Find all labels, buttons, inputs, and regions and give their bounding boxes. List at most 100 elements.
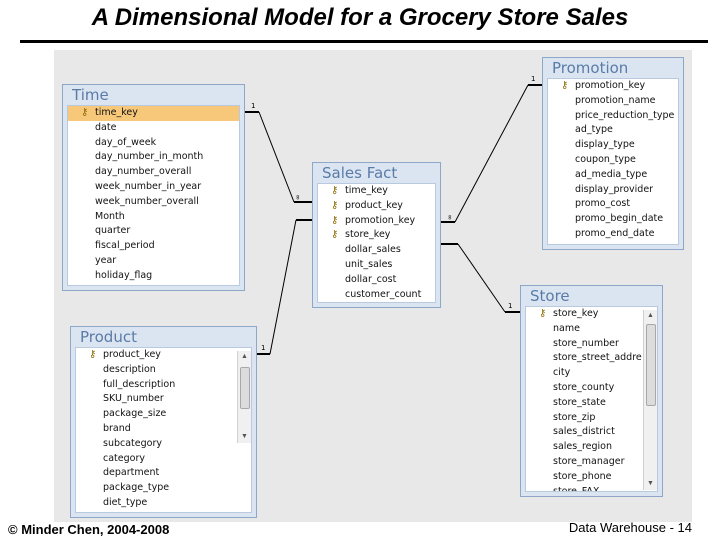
field-row[interactable]: unit_sales bbox=[318, 258, 435, 273]
field-row[interactable]: ⚷store_key bbox=[318, 228, 435, 243]
field-row[interactable]: brand bbox=[76, 422, 251, 437]
table-title[interactable]: Store bbox=[530, 287, 570, 305]
field-label: store_state bbox=[553, 396, 606, 408]
field-row[interactable]: promo_begin_date bbox=[548, 212, 678, 227]
table-title[interactable]: Promotion bbox=[552, 59, 629, 77]
cardinality-many: ∞ bbox=[446, 214, 454, 220]
field-row[interactable]: dollar_cost bbox=[318, 273, 435, 288]
field-list[interactable]: ⚷time_key⚷product_key⚷promotion_key⚷stor… bbox=[317, 183, 436, 303]
field-row[interactable]: category bbox=[76, 452, 251, 467]
field-row[interactable]: store_state bbox=[526, 396, 657, 411]
field-row[interactable]: package_size bbox=[76, 407, 251, 422]
field-row[interactable]: day_number_overall bbox=[68, 165, 239, 180]
field-row[interactable]: ad_type bbox=[548, 123, 678, 138]
field-row[interactable]: display_type bbox=[548, 138, 678, 153]
vertical-scrollbar[interactable]: ▲ ▼ bbox=[237, 351, 251, 443]
field-row[interactable]: package_type bbox=[76, 481, 251, 496]
field-row[interactable]: store_street_addre bbox=[526, 351, 657, 366]
scrollbar-thumb[interactable] bbox=[240, 367, 250, 409]
field-row[interactable]: name bbox=[526, 322, 657, 337]
field-row[interactable]: day_of_week bbox=[68, 136, 239, 151]
field-row[interactable]: ⚷promotion_key bbox=[548, 79, 678, 94]
field-row[interactable]: ⚷product_key bbox=[76, 348, 251, 363]
field-row[interactable]: week_number_in_year bbox=[68, 180, 239, 195]
field-label: name bbox=[553, 322, 580, 334]
field-row[interactable]: description bbox=[76, 363, 251, 378]
field-row[interactable]: city bbox=[526, 366, 657, 381]
field-label: day_of_week bbox=[95, 136, 157, 148]
table-title[interactable]: Sales Fact bbox=[322, 164, 398, 182]
field-label: store_FAX bbox=[553, 485, 600, 492]
cardinality-one: 1 bbox=[251, 102, 255, 110]
field-label: sales_region bbox=[553, 441, 612, 453]
field-label: promotion_key bbox=[575, 80, 646, 91]
field-row[interactable]: ⚷store_key bbox=[526, 307, 657, 322]
field-row[interactable]: store_phone bbox=[526, 470, 657, 485]
field-row[interactable]: promo_end_date bbox=[548, 227, 678, 242]
field-row[interactable]: quarter bbox=[68, 224, 239, 239]
field-label: coupon_type bbox=[575, 153, 636, 165]
relationship-product-sales-fact[interactable]: 1 bbox=[256, 219, 312, 355]
field-row[interactable]: display_provider bbox=[548, 183, 678, 198]
field-row[interactable]: coupon_type bbox=[548, 153, 678, 168]
relationship-promotion-sales-fact[interactable]: 1 ∞ bbox=[440, 75, 542, 223]
field-row[interactable]: store_county bbox=[526, 381, 657, 396]
field-row[interactable]: dollar_sales bbox=[318, 243, 435, 258]
field-row[interactable]: full_description bbox=[76, 378, 251, 393]
arrow-up-icon[interactable]: ▲ bbox=[241, 353, 248, 360]
arrow-up-icon[interactable]: ▲ bbox=[647, 312, 654, 319]
field-row[interactable]: Month bbox=[68, 210, 239, 225]
field-row[interactable]: ⚷time_key bbox=[68, 106, 239, 121]
field-row[interactable]: ⚷promotion_key bbox=[318, 214, 435, 229]
field-row[interactable]: diet_type bbox=[76, 496, 251, 511]
field-row[interactable]: holiday_flag bbox=[68, 269, 239, 284]
key-icon: ⚷ bbox=[331, 199, 339, 211]
relationship-time-sales-fact[interactable]: 1 ∞ bbox=[244, 102, 312, 203]
field-row[interactable]: store_zip bbox=[526, 411, 657, 426]
field-row[interactable]: day_number_in_month bbox=[68, 150, 239, 165]
field-row[interactable]: customer_count bbox=[318, 288, 435, 302]
field-row[interactable]: sales_region bbox=[526, 440, 657, 455]
arrow-down-icon[interactable]: ▼ bbox=[647, 480, 654, 487]
field-row[interactable]: fiscal_period bbox=[68, 239, 239, 254]
field-label: package_type bbox=[103, 482, 170, 494]
key-icon: ⚷ bbox=[81, 107, 89, 118]
field-label: promo_cost bbox=[575, 198, 631, 210]
field-row[interactable]: store_manager bbox=[526, 455, 657, 470]
field-row[interactable]: store_FAX bbox=[526, 485, 657, 492]
arrow-down-icon[interactable]: ▼ bbox=[241, 433, 248, 440]
field-row[interactable]: year bbox=[68, 254, 239, 269]
field-row[interactable]: store_number bbox=[526, 337, 657, 352]
field-row[interactable]: subcategory bbox=[76, 437, 251, 452]
scrollbar-thumb[interactable] bbox=[646, 324, 656, 406]
field-row[interactable]: promotion_name bbox=[548, 94, 678, 109]
field-row[interactable]: ad_media_type bbox=[548, 168, 678, 183]
key-icon: ⚷ bbox=[539, 308, 547, 319]
field-row[interactable]: SKU_number bbox=[76, 392, 251, 407]
table-title[interactable]: Time bbox=[72, 86, 109, 104]
vertical-scrollbar[interactable]: ▲ ▼ bbox=[643, 310, 657, 490]
field-row[interactable]: ⚷time_key bbox=[318, 184, 435, 199]
field-row[interactable]: sales_district bbox=[526, 425, 657, 440]
field-row[interactable]: date bbox=[68, 121, 239, 136]
field-row[interactable]: ⚷product_key bbox=[318, 199, 435, 214]
field-label: store_phone bbox=[553, 470, 612, 482]
field-row[interactable]: promo_cost bbox=[548, 197, 678, 212]
field-label: quarter bbox=[95, 225, 131, 237]
table-sales-fact[interactable]: Sales Fact ⚷time_key⚷product_key⚷promoti… bbox=[312, 162, 441, 308]
table-title[interactable]: Product bbox=[80, 328, 137, 346]
field-label: store_county bbox=[553, 381, 615, 393]
relationship-store-sales-fact[interactable]: 1 bbox=[440, 243, 520, 313]
field-row[interactable]: price_reduction_type bbox=[548, 109, 678, 124]
field-row[interactable]: week_number_overall bbox=[68, 195, 239, 210]
field-row[interactable]: department bbox=[76, 466, 251, 481]
field-label: day_number_overall bbox=[95, 166, 192, 178]
